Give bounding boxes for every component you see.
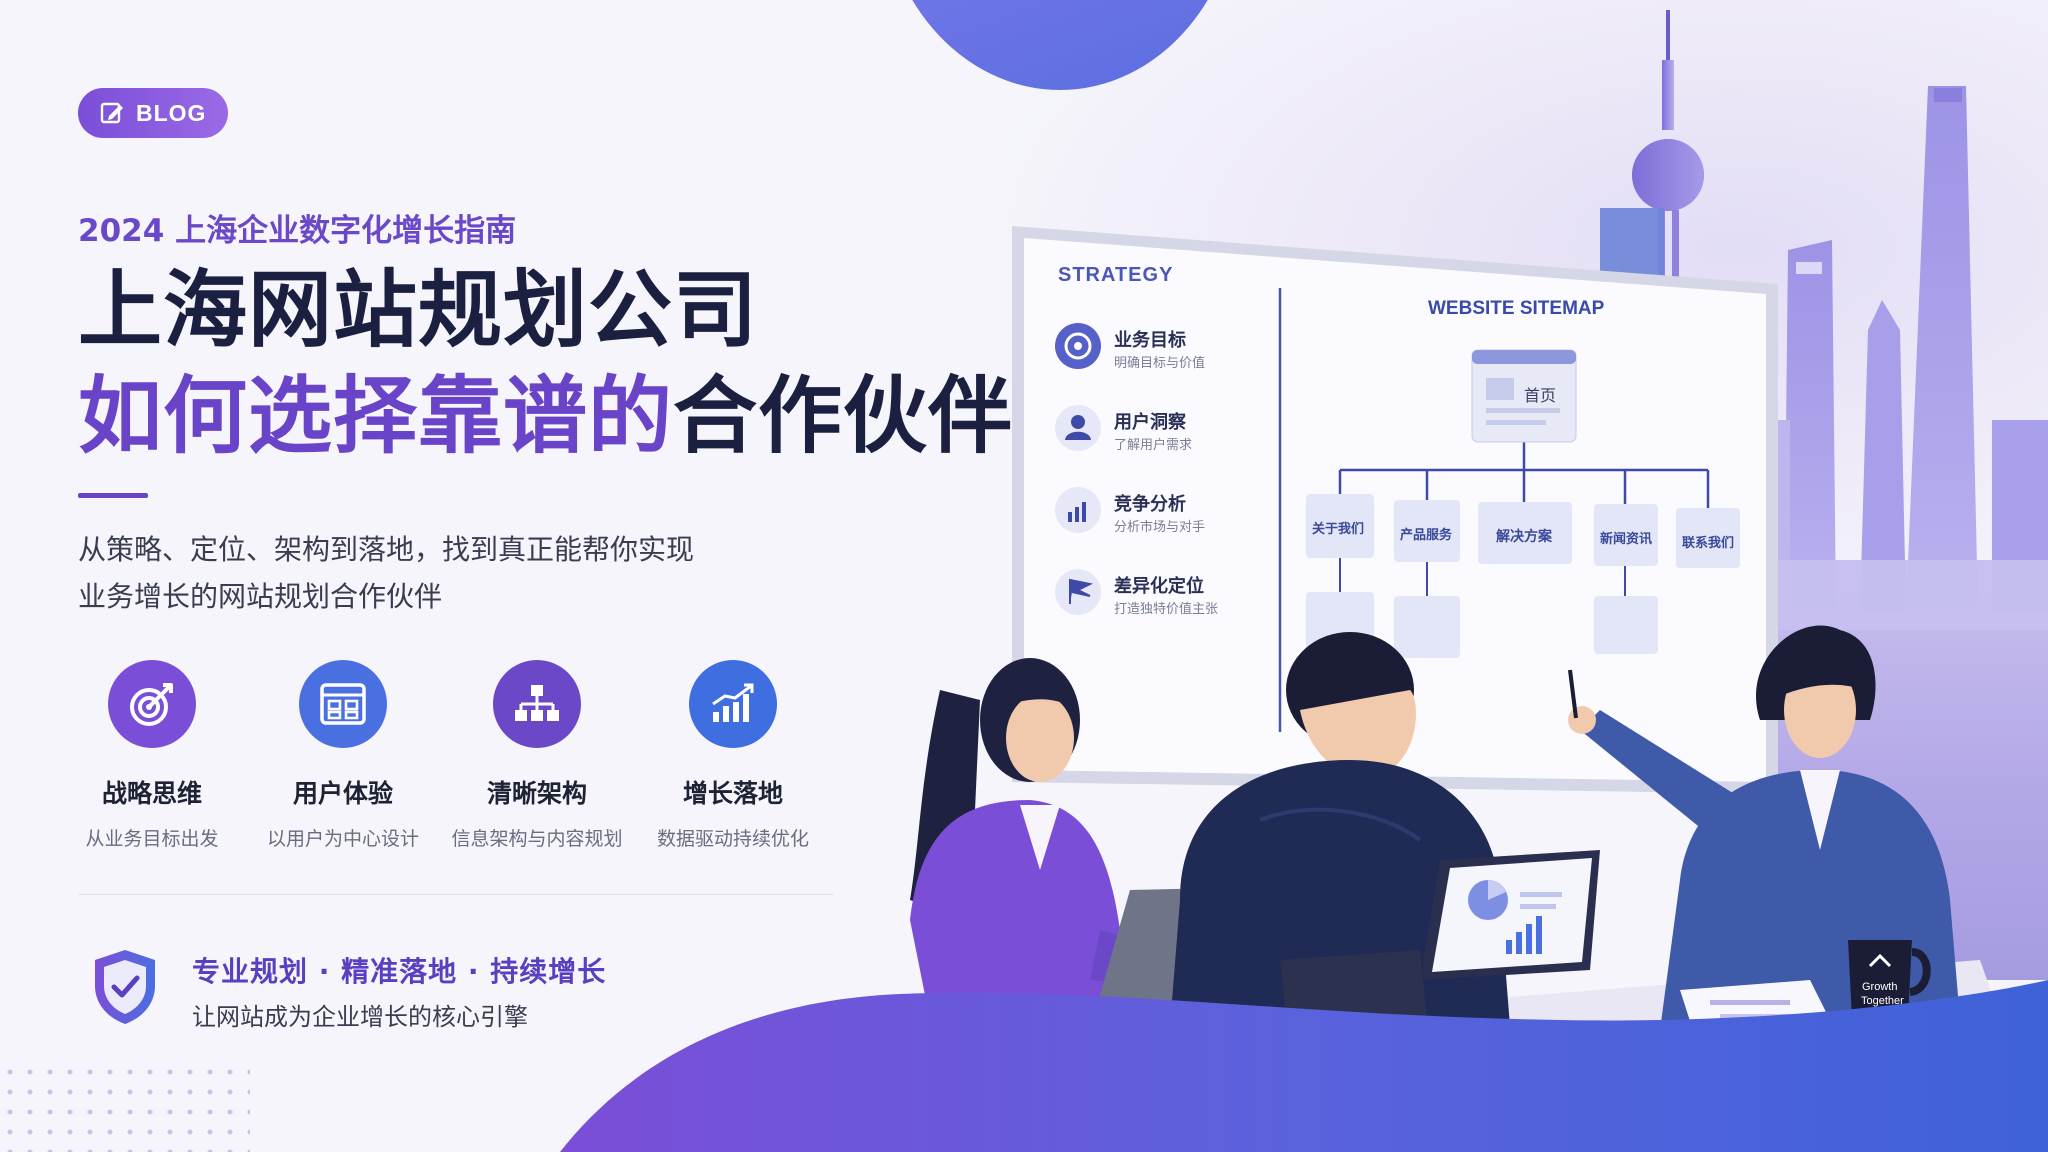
sitemap-node: 新闻资讯 [1600, 532, 1653, 547]
whiteboard-frame [1012, 226, 1778, 794]
section-divider [78, 894, 834, 895]
strategy-item-title: 用户洞察 [1114, 412, 1186, 433]
feature-growth: 增长落地 数据驱动持续优化 [638, 660, 828, 851]
feature-architecture: 清晰架构 信息架构与内容规划 [442, 660, 632, 851]
description-line-2: 业务增长的网站规划合作伙伴 [78, 580, 443, 613]
feature-subtitle: 以用户为中心设计 [266, 828, 419, 850]
feature-title: 战略思维 [101, 779, 202, 808]
description-line-1: 从策略、定位、架构到落地，找到真正能帮你实现 [78, 533, 695, 566]
eyebrow-text: 2024 上海企业数字化增长指南 [78, 213, 517, 249]
feature-title: 用户体验 [292, 779, 393, 808]
bottom-wave [560, 980, 2048, 1152]
strategy-item: 竞争分析 分析市场与对手 [1114, 490, 1205, 535]
feature-icon-circle [299, 660, 387, 748]
feature-title: 增长落地 [682, 779, 783, 808]
feature-icon-circle [689, 660, 777, 748]
strategy-heading: STRATEGY [1058, 264, 1174, 286]
strategy-item-title: 竞争分析 [1114, 494, 1186, 515]
strategy-item-subtitle: 了解用户需求 [1114, 438, 1193, 453]
sitemap-node: 关于我们 [1312, 522, 1365, 537]
strategy-item-title: 差异化定位 [1114, 576, 1204, 597]
slogan-sub: 让网站成为企业增长的核心引擎 [192, 1003, 528, 1031]
sitemap-heading: WEBSITE SITEMAP [1428, 298, 1605, 319]
strategy-item: 用户洞察 了解用户需求 [1114, 408, 1192, 453]
blog-badge-label: BLOG [136, 99, 207, 126]
description: 从策略、定位、架构到落地，找到真正能帮你实现 业务增长的网站规划合作伙伴 [78, 526, 694, 620]
target-icon [130, 683, 173, 726]
feature-title: 清晰架构 [486, 779, 587, 808]
accent-rule [78, 493, 148, 498]
headline-line-2: 如何选择靠谱的合作伙伴? [78, 368, 1063, 464]
sitemap-node: 产品服务 [1400, 528, 1453, 543]
edit-icon [100, 102, 123, 124]
headline-highlight: 如何选择靠谱的 [78, 367, 674, 465]
sitemap-home-label: 首页 [1524, 386, 1557, 405]
dot-pattern [0, 1062, 250, 1152]
blog-badge[interactable]: BLOG [78, 88, 228, 138]
sitemap-node: 解决方案 [1496, 529, 1552, 545]
slogan: 专业规划 · 精准落地 · 持续增长 [192, 955, 607, 988]
feature-icon-circle [108, 660, 196, 748]
strategy-item: 差异化定位 打造独特价值主张 [1114, 572, 1218, 617]
strategy-item-subtitle: 打造独特价值主张 [1114, 602, 1219, 617]
feature-subtitle: 从业务目标出发 [85, 828, 219, 850]
mug-text-1: Growth [1862, 981, 1897, 993]
sitemap-node: 联系我们 [1682, 536, 1735, 551]
strategy-item: 业务目标 明确目标与价值 [1114, 326, 1205, 371]
sitemap-icon [515, 685, 559, 721]
feature-ux: 用户体验 以用户为中心设计 [248, 660, 438, 851]
headline-line-1: 上海网站规划公司 [78, 261, 759, 359]
whiteboard: STRATEGY WEBSITE SITEMAP 业务目标 明确目标与价值 用户… [1010, 222, 1780, 802]
strategy-item-subtitle: 分析市场与对手 [1114, 520, 1206, 535]
browser-layout-icon [320, 683, 366, 725]
feature-icon-circle [493, 660, 581, 748]
growth-chart-icon [712, 683, 754, 722]
headline-rest: 合作伙伴? [673, 367, 1063, 465]
feature-subtitle: 信息架构与内容规划 [451, 828, 623, 850]
feature-subtitle: 数据驱动持续优化 [656, 828, 809, 850]
strategy-item-subtitle: 明确目标与价值 [1114, 356, 1206, 371]
feature-strategy: 战略思维 从业务目标出发 [57, 660, 247, 851]
shield-check-icon [95, 950, 155, 1024]
strategy-item-title: 业务目标 [1114, 330, 1186, 351]
mug-text-2: Together [1861, 995, 1904, 1007]
